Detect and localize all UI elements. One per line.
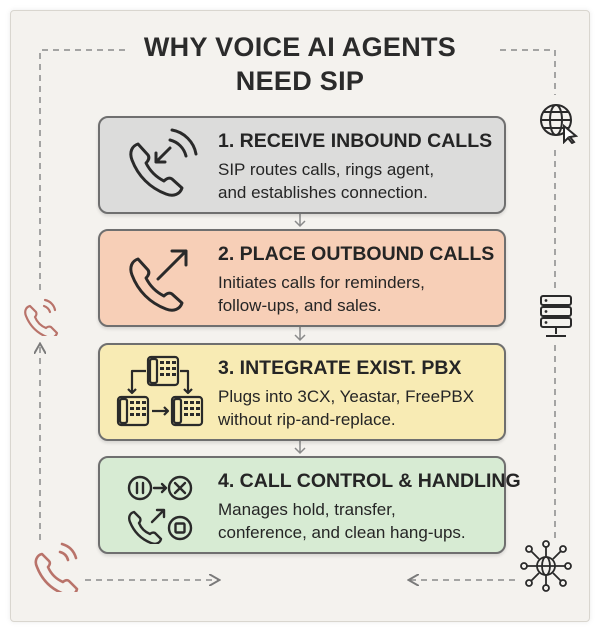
desc-line: SIP routes calls, rings agent, xyxy=(218,160,435,179)
pbx-desk-phones-icon xyxy=(112,353,212,431)
step-description: Manages hold, transfer, conference, and … xyxy=(218,498,498,544)
title-line-2: NEED SIP xyxy=(235,66,365,96)
step-heading: 1. RECEIVE INBOUND CALLS xyxy=(218,130,493,152)
ringing-phone-icon xyxy=(30,540,82,597)
title-line-1: WHY VOICE AI AGENTS xyxy=(143,32,457,62)
ringing-phone-icon xyxy=(20,296,60,339)
step-heading: 4. CALL CONTROL & HANDLING xyxy=(218,470,521,492)
step-heading: 3. INTEGRATE EXIST. PBX xyxy=(218,357,462,379)
arrow-1-2 xyxy=(294,212,306,228)
desc-line: Manages hold, transfer, xyxy=(218,500,396,519)
phone-incoming-icon xyxy=(112,126,212,204)
step-description: SIP routes calls, rings agent, and estab… xyxy=(218,158,498,204)
desc-line: without rip-and-replace. xyxy=(218,410,396,429)
step-card-inbound: 1. RECEIVE INBOUND CALLS SIP routes call… xyxy=(98,116,506,214)
desc-line: follow-ups, and sales. xyxy=(218,296,382,315)
globe-cursor-icon xyxy=(536,100,579,145)
page-title: WHY VOICE AI AGENTS NEED SIP xyxy=(0,30,600,98)
step-description: Plugs into 3CX, Yeastar, FreePBX without… xyxy=(218,385,498,431)
step-card-call-control: 4. CALL CONTROL & HANDLING Manages hold,… xyxy=(98,456,521,554)
server-rack-icon xyxy=(538,294,574,340)
top-right-connector xyxy=(500,49,556,95)
network-hub-icon xyxy=(520,540,572,592)
desc-line: and establishes connection. xyxy=(218,183,428,202)
phone-outgoing-icon xyxy=(112,239,212,317)
step-card-pbx: 3. INTEGRATE EXIST. PBX Plugs into 3CX, … xyxy=(98,343,506,441)
desc-line: conference, and clean hang-ups. xyxy=(218,523,466,542)
step-description: Initiates calls for reminders, follow-up… xyxy=(218,271,498,317)
step-card-outbound: 2. PLACE OUTBOUND CALLS Initiates calls … xyxy=(98,229,506,327)
call-control-icon xyxy=(112,466,212,545)
step-heading: 2. PLACE OUTBOUND CALLS xyxy=(218,243,495,265)
desc-line: Initiates calls for reminders, xyxy=(218,273,425,292)
arrow-2-3 xyxy=(294,325,306,342)
desc-line: Plugs into 3CX, Yeastar, FreePBX xyxy=(218,387,475,406)
